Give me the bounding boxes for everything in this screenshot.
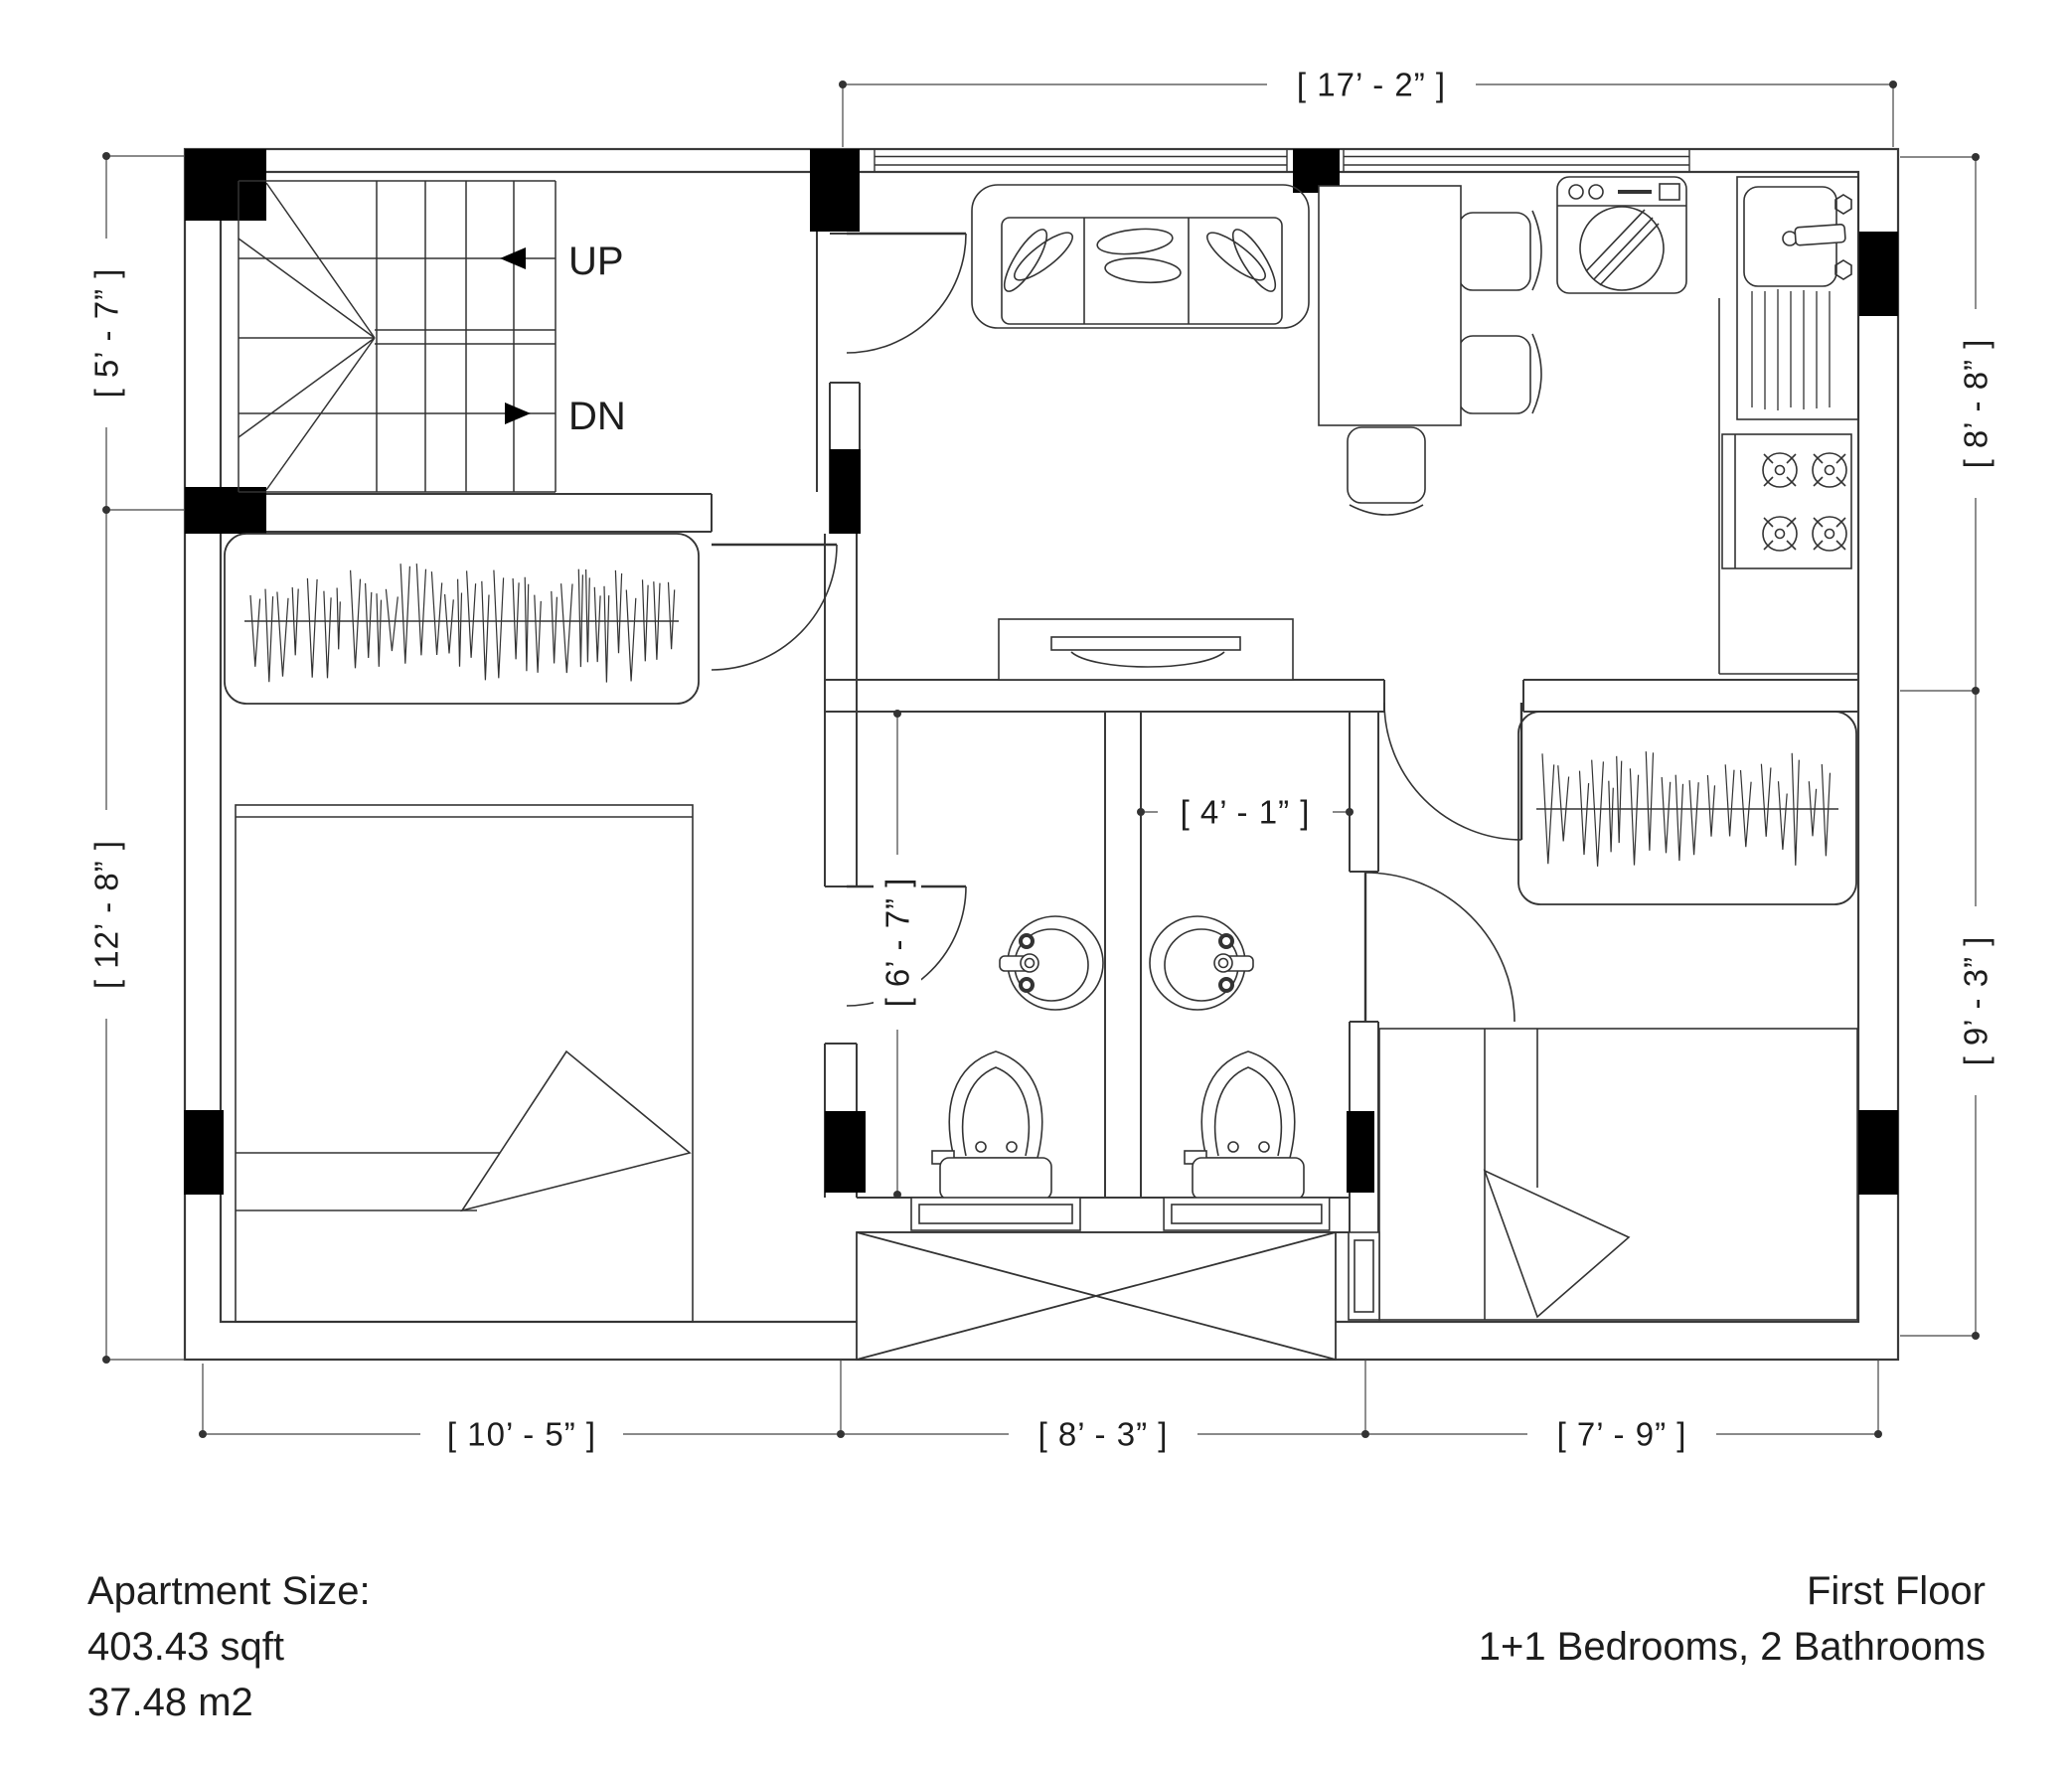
bathroom2-door — [1363, 872, 1515, 1023]
bedroom2-side-window — [1348, 1231, 1380, 1321]
dim-right-upper: [ 8’ - 8” ] — [1958, 339, 1994, 469]
dim-bottom-middle: [ 8’ - 3” ] — [1038, 1416, 1169, 1453]
stairs-down-label: DN — [568, 395, 626, 438]
down-arrow-icon — [505, 403, 531, 424]
living-room-door — [846, 232, 967, 354]
dim-bathroom2-width: [ 4’ - 1” ] — [1181, 794, 1311, 831]
console-cabinet — [998, 618, 1294, 681]
bathroom1-toilet — [931, 1050, 1052, 1201]
stairs-up-label: UP — [568, 240, 624, 283]
dim-bottom-left: [ 10’ - 5” ] — [447, 1416, 596, 1453]
doors — [711, 232, 1523, 1023]
bedroom1-door — [711, 543, 838, 671]
sofa — [971, 184, 1310, 329]
bathroom1-fixtures — [931, 914, 1105, 1201]
shaft-cross-box — [856, 1231, 1337, 1361]
dimension-labels: [ 17’ - 2” ] [ 5’ - 7” ] [ 12’ - 8” ] [ … — [82, 61, 1999, 1458]
kitchen — [1556, 176, 1859, 675]
bedroom2-door — [1383, 702, 1523, 841]
dining-table-set — [1318, 185, 1542, 516]
sofa-pillows — [1003, 228, 1277, 292]
bed-bedroom2 — [1378, 1028, 1858, 1321]
dining-chair — [1458, 212, 1531, 291]
floor-title: First Floor — [1807, 1569, 1986, 1613]
dim-left-lower: [ 12’ - 8” ] — [88, 840, 125, 989]
wardrobe-bedroom1 — [224, 533, 700, 705]
up-arrow-icon — [500, 247, 526, 269]
apartment-size-sqft: 403.43 sqft — [87, 1625, 284, 1669]
wardrobe-bedroom2 — [1517, 711, 1857, 905]
dining-chair — [1347, 426, 1426, 504]
dim-bathroom1-depth: [ 6’ - 7” ] — [879, 878, 916, 1008]
floor-subtitle: 1+1 Bedrooms, 2 Bathrooms — [1479, 1625, 1986, 1669]
staircase — [238, 180, 557, 493]
top-wall-windows — [874, 149, 1690, 172]
dim-right-lower: [ 9’ - 3” ] — [1958, 936, 1994, 1066]
apartment-size-label: Apartment Size: — [87, 1569, 371, 1613]
bathroom2-sink — [1148, 914, 1255, 1012]
structural-columns — [184, 149, 1898, 1195]
bathroom-windows — [910, 1197, 1331, 1231]
stair-direction-arrows: UP DN — [500, 240, 626, 438]
dim-top: [ 17’ - 2” ] — [1297, 67, 1446, 103]
footer-notes: Apartment Size: 403.43 sqft 37.48 m2 Fir… — [87, 1569, 1986, 1724]
washing-machine — [1556, 176, 1687, 294]
bed-bedroom1 — [235, 804, 694, 1323]
stove — [1721, 433, 1852, 569]
bathroom2-toilet — [1184, 1050, 1305, 1201]
bathroom2-fixtures — [1148, 914, 1305, 1201]
dim-bottom-right: [ 7’ - 9” ] — [1557, 1416, 1687, 1453]
kitchen-drainer — [1751, 289, 1831, 410]
bathroom1-sink — [998, 914, 1105, 1012]
dimension-ticks — [102, 81, 1980, 1438]
dining-chair — [1458, 335, 1531, 414]
dim-left-upper: [ 5’ - 7” ] — [88, 268, 125, 399]
kitchen-counter — [1718, 176, 1859, 675]
dining-table — [1318, 185, 1462, 426]
apartment-size-m2: 37.48 m2 — [87, 1681, 253, 1724]
kitchen-sink — [1743, 186, 1852, 287]
